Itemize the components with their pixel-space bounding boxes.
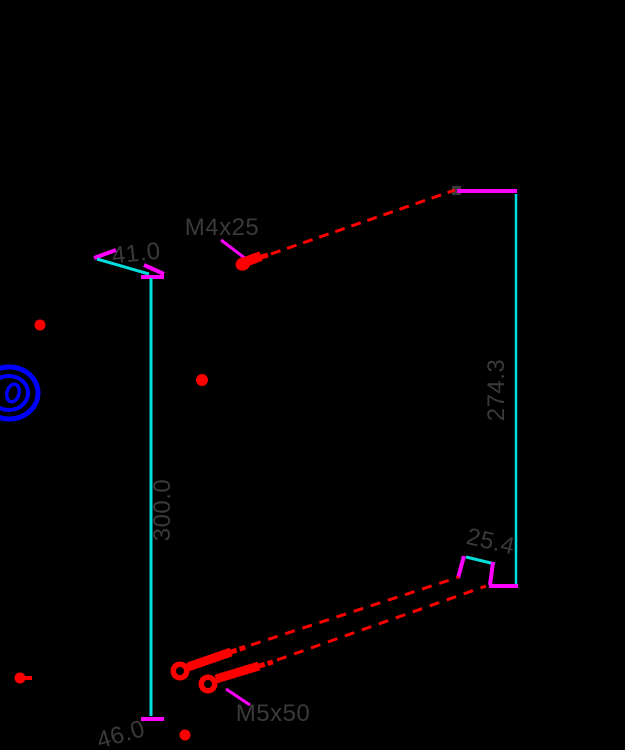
m4x25-leader-line	[220, 238, 247, 261]
pulley-outer-rim	[0, 364, 41, 422]
dim-41-tick-left	[93, 248, 117, 260]
dim-46-label: 46.0	[94, 715, 148, 750]
dimension-41: 41.0	[93, 238, 165, 276]
screw-end-dot	[14, 672, 26, 684]
m5-upper-socket	[176, 667, 184, 675]
m5-upper-insertion-axis	[250, 575, 460, 647]
screw-end-dot	[34, 319, 46, 331]
screw-m4x25: M4x25	[185, 188, 456, 271]
fastener-end-dots	[14, 319, 208, 741]
m5-upper-body	[186, 647, 233, 672]
dim-25-line	[465, 555, 496, 566]
pulley-part	[0, 364, 41, 422]
dimension-46: 46.0	[94, 715, 148, 750]
screw-end-dot	[179, 729, 191, 741]
m5x50-leader-line	[225, 687, 251, 707]
m5-lower-socket	[204, 680, 212, 688]
pulley-inner-rim	[0, 374, 30, 412]
m4x25-label: M4x25	[185, 214, 260, 241]
dim-25-ext-right	[488, 561, 495, 586]
m5x50-label: M5x50	[236, 700, 311, 727]
screw-end-dot	[196, 374, 208, 386]
dim-274-label: 274.3	[483, 359, 510, 422]
m5x50-callout: M5x50	[225, 687, 311, 727]
m5-lower-insertion-axis	[276, 584, 487, 662]
m4x25-tip	[260, 252, 269, 260]
m5-upper-thread	[230, 644, 247, 655]
m4x25-body	[243, 251, 263, 267]
dim-25-ext-left	[456, 555, 466, 579]
dim-41-tick-right	[143, 263, 165, 276]
screw-m5x50-lower	[198, 584, 487, 694]
dim-300-label: 300.0	[149, 479, 176, 542]
dim-274-endpoint-marker	[452, 186, 461, 195]
m5-lower-body	[214, 661, 261, 684]
dim-25-label: 25.4	[464, 523, 518, 560]
m5-lower-thread	[258, 659, 274, 669]
screw-m5x50-upper	[170, 575, 460, 681]
pulley-bore	[5, 382, 21, 404]
dimension-274: 274.3	[452, 186, 518, 588]
dim-41-line	[96, 257, 150, 276]
dimension-300: 300.0	[141, 275, 176, 721]
dim-41-label: 41.0	[111, 238, 162, 270]
dimension-25: 25.4	[456, 523, 518, 586]
m4x25-insertion-axis	[270, 188, 456, 256]
